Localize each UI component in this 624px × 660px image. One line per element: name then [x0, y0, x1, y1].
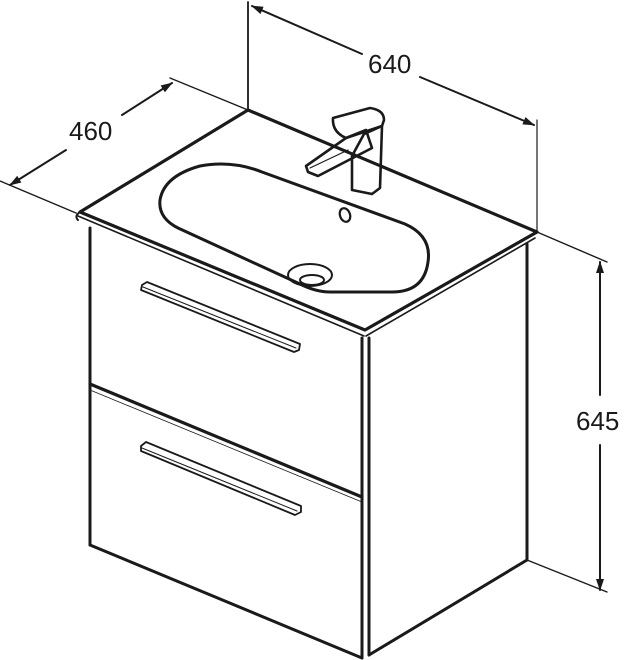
depth-arrow-bottom [9, 149, 67, 186]
lower-handle-ridge [141, 447, 298, 512]
upper-handle-ridge [142, 286, 297, 349]
drawer-divider-gap [89, 389, 363, 503]
width-dimension-label: 640 [366, 49, 414, 79]
basin-outline [158, 162, 431, 294]
depth-dimension [0, 77, 249, 214]
cabinet-bottom-front-edge [88, 543, 364, 660]
tap-lever [331, 106, 386, 140]
width-arrow-right [419, 76, 535, 126]
depth-extension-top [169, 77, 249, 111]
depth-dimension-label: 460 [67, 116, 115, 146]
height-dimension [526, 231, 608, 593]
overflow-hole [338, 207, 352, 223]
basin-bowl [158, 162, 431, 294]
countertop-left-corner [75, 211, 81, 221]
height-dimension-label: 645 [574, 406, 622, 436]
tap-spout [304, 128, 374, 178]
depth-arrow-top [121, 82, 173, 116]
cabinet [88, 226, 529, 660]
countertop-front-edge [77, 215, 365, 337]
height-extension-top [536, 231, 608, 263]
width-arrow-left [251, 5, 363, 55]
countertop [75, 108, 539, 337]
drawer-divider [88, 382, 364, 499]
lower-handle-bar [140, 441, 302, 516]
width-dimension [247, 1, 538, 233]
countertop-side-edge [365, 237, 536, 337]
cabinet-bottom-side-edge [367, 558, 529, 657]
lower-drawer-handle [140, 441, 302, 516]
depth-extension-bottom [0, 180, 77, 214]
countertop-top-surface [78, 108, 539, 332]
drain-outer [287, 263, 333, 287]
tap-spout-edge [309, 149, 349, 169]
tap-body [350, 124, 384, 196]
height-extension-bottom [526, 559, 608, 593]
drain-inner [299, 274, 325, 286]
upper-handle-bar [140, 281, 301, 353]
mixer-tap [304, 106, 386, 196]
upper-drawer-handle [140, 281, 301, 353]
